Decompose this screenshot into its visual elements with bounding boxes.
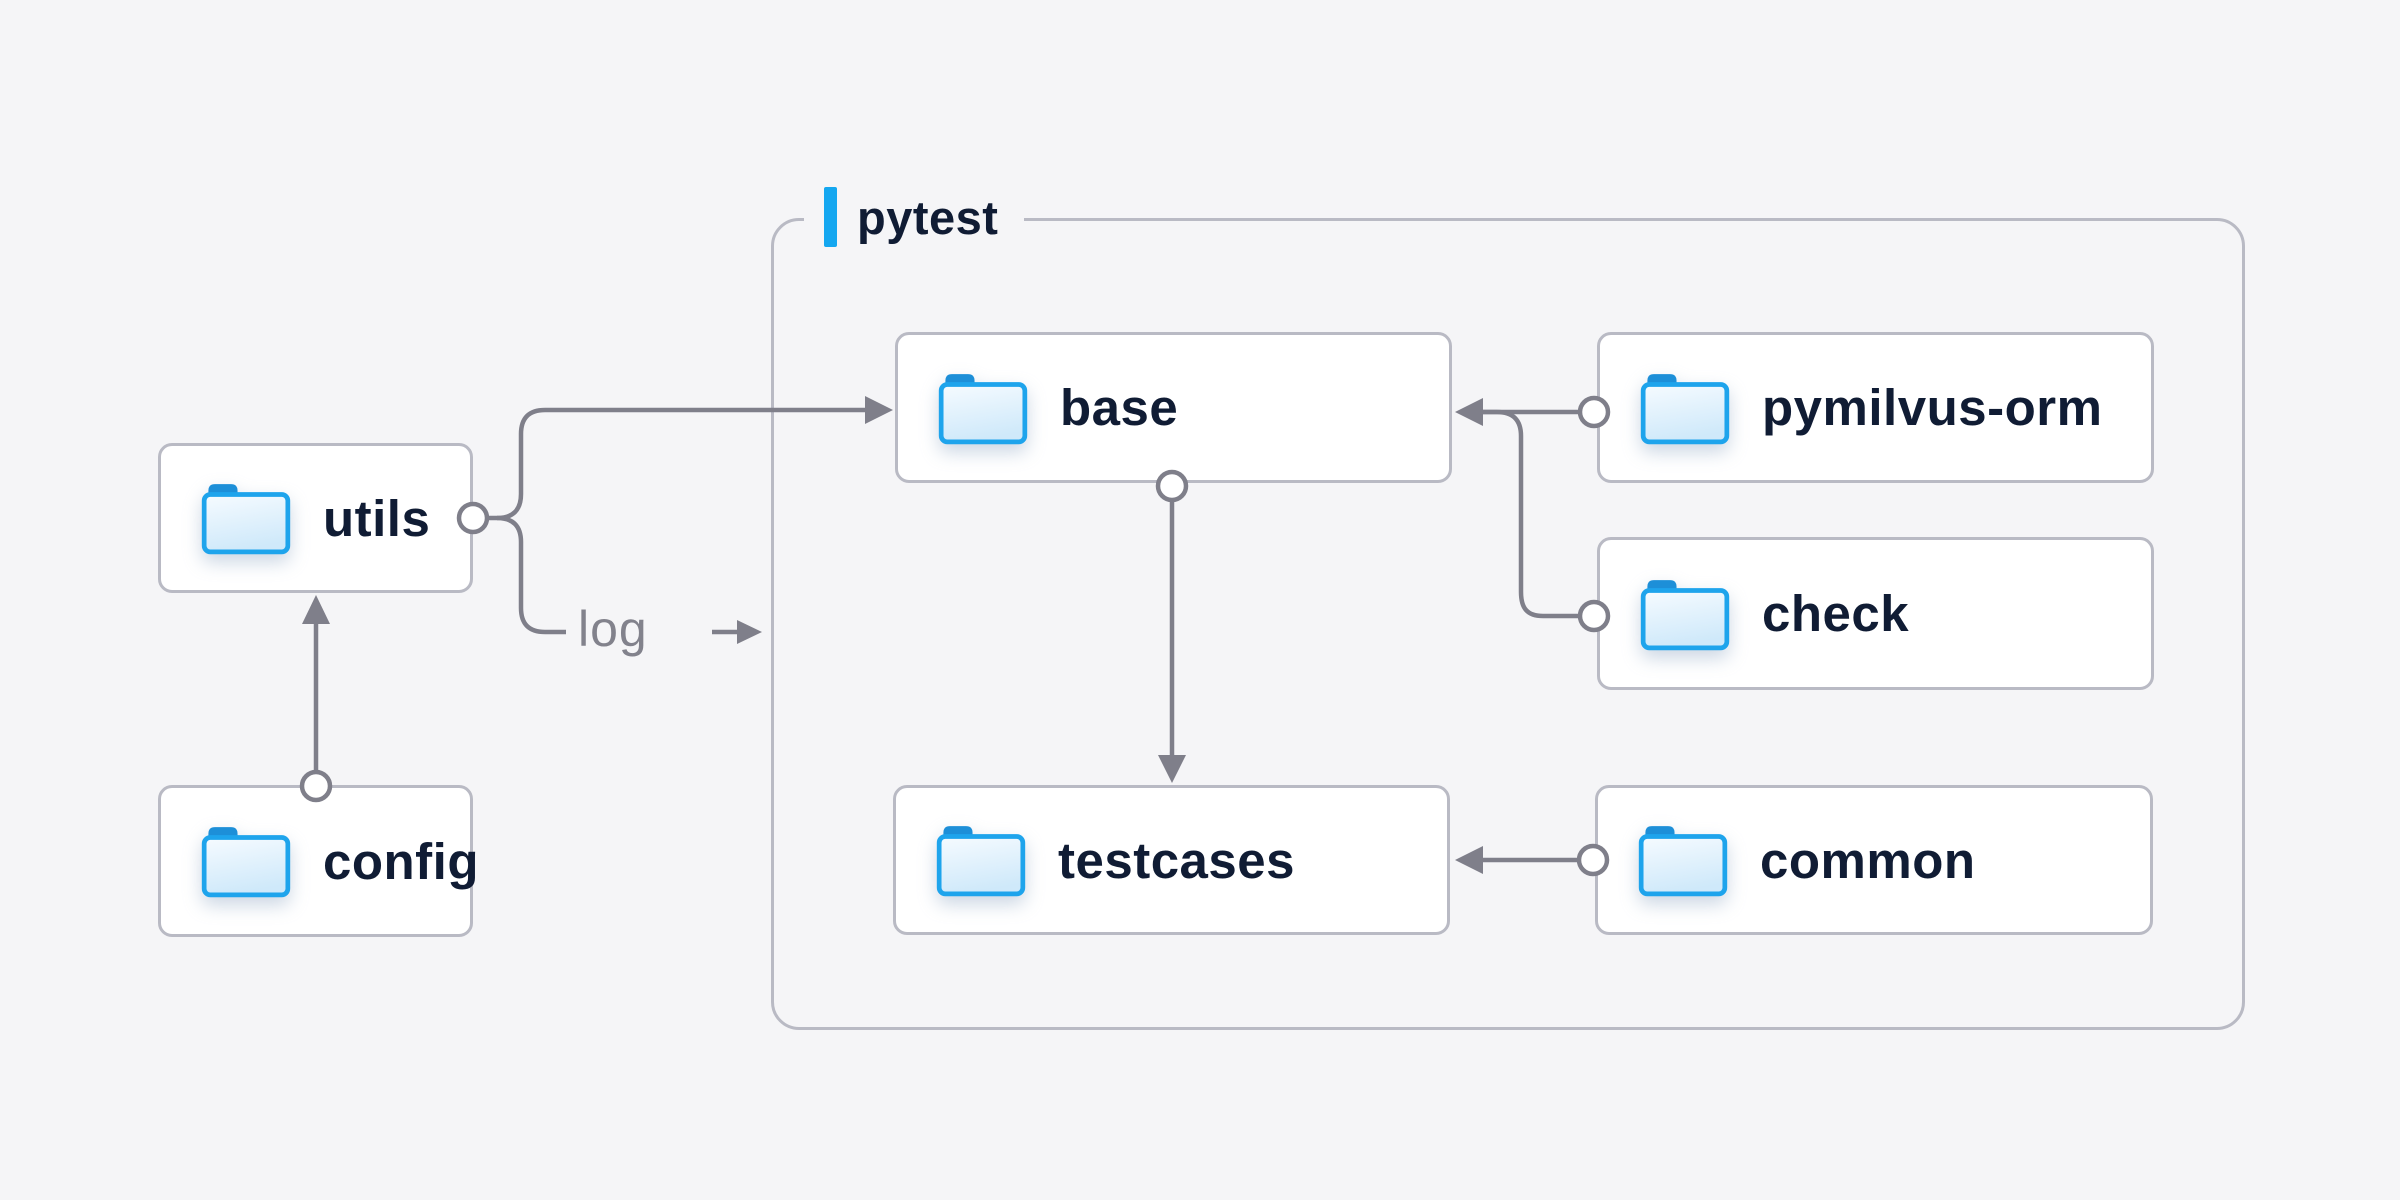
node-utils: utils: [158, 443, 473, 593]
pytest-group-container: [771, 218, 2245, 1030]
folder-icon: [936, 370, 1030, 446]
pytest-group-label: pytest: [804, 184, 1025, 250]
folder-icon: [934, 822, 1028, 898]
folder-icon: [199, 823, 293, 899]
node-config: config: [158, 785, 478, 937]
folder-icon: [199, 480, 293, 556]
pytest-group-title: pytest: [857, 190, 999, 244]
accent-bar: [824, 187, 837, 247]
node-utils-label: utils: [323, 489, 431, 547]
node-testcases-label: testcases: [1058, 831, 1296, 889]
node-pymilvus-orm-label: pymilvus-orm: [1762, 379, 2103, 436]
folder-icon: [1638, 576, 1732, 652]
edge-label-log: log: [578, 601, 648, 657]
node-common: common: [1595, 785, 2153, 935]
edge-config-to-utils: [299, 595, 333, 803]
node-config-label: config: [323, 832, 479, 890]
node-base: base: [895, 332, 1452, 483]
folder-icon: [1638, 370, 1732, 446]
folder-icon: [1636, 822, 1730, 898]
node-common-label: common: [1760, 831, 1976, 889]
node-pymilvus-orm: pymilvus-orm: [1597, 332, 2154, 483]
node-check: check: [1597, 537, 2154, 690]
node-check-label: check: [1762, 585, 1910, 642]
node-base-label: base: [1060, 379, 1179, 436]
node-testcases: testcases: [893, 785, 1450, 935]
